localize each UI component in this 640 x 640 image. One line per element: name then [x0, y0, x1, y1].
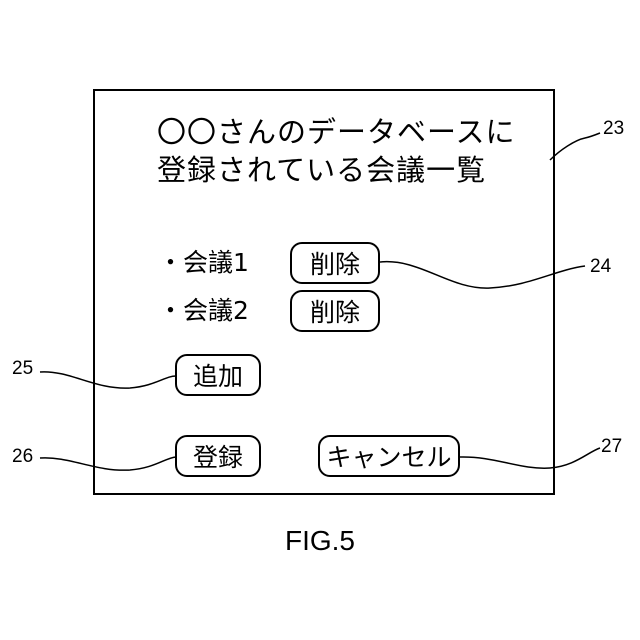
- list-item: ・会議1: [158, 246, 249, 280]
- bullet: ・: [158, 296, 183, 325]
- leader-line-23: [550, 133, 600, 160]
- bullet: ・: [158, 248, 183, 277]
- cancel-button[interactable]: キャンセル: [318, 435, 460, 477]
- reference-numeral-26: 26: [12, 446, 33, 468]
- page-title: 〇〇さんのデータベースに 登録されている会議一覧: [157, 113, 516, 189]
- meeting-label: 会議2: [183, 296, 249, 325]
- figure-caption: FIG.5: [0, 525, 640, 557]
- delete-meeting-1-button[interactable]: 削除: [290, 242, 380, 284]
- reference-numeral-27: 27: [601, 436, 622, 458]
- reference-numeral-23: 23: [603, 118, 624, 140]
- reference-numeral-25: 25: [12, 358, 33, 380]
- title-line-2: 登録されている会議一覧: [157, 151, 516, 189]
- delete-meeting-2-button[interactable]: 削除: [290, 290, 380, 332]
- title-line-1: 〇〇さんのデータベースに: [157, 113, 516, 151]
- list-item: ・会議2: [158, 294, 249, 328]
- add-button[interactable]: 追加: [175, 354, 261, 396]
- meeting-label: 会議1: [183, 248, 249, 277]
- register-button[interactable]: 登録: [175, 435, 261, 477]
- reference-numeral-24: 24: [590, 256, 611, 278]
